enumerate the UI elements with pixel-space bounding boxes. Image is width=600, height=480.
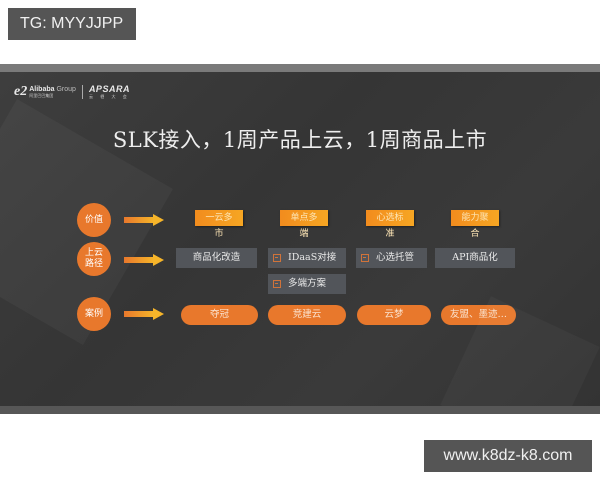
alibaba-group-text: Group [56, 86, 76, 93]
slide-title: SLK接入，1周产品上云，1周商品上市 [112, 128, 488, 152]
arrow-right-icon [124, 308, 164, 320]
row-label-value: 价值 [77, 203, 111, 237]
alibaba-apsara-logo: e2 Alibaba Group 阿里巴巴集团 APSARA 云 栖 大 会 [14, 84, 130, 100]
path-label: 多端方案 [288, 278, 327, 289]
case-pill-3: 云梦 [357, 305, 431, 325]
watermark: www.k8dz-k8.com [424, 440, 592, 472]
slide-bottom-border [0, 406, 600, 414]
arrow-right-icon [124, 254, 164, 266]
alibaba-name: Alibaba Group [29, 86, 76, 93]
presentation-slide: e2 Alibaba Group 阿里巴巴集团 APSARA 云 栖 大 会 S… [0, 72, 600, 406]
case-pill-1: 夺冠 [181, 305, 258, 325]
row-label-cloud-path: 上云 路径 [77, 242, 111, 276]
alibaba-cn-name: 阿里巴巴集团 [29, 93, 54, 98]
value-box-1: 一云多市 [195, 210, 243, 239]
case-pill-4: 友盟、墨迹… [441, 305, 516, 325]
document-icon [273, 254, 281, 262]
document-icon [273, 280, 281, 288]
path-box-idaas: IDaaS对接 [268, 248, 346, 268]
path-box-api: API商品化 [435, 248, 515, 268]
arrow-right-icon [124, 214, 164, 226]
alibaba-name-text: Alibaba [29, 86, 55, 93]
path-label: IDaaS对接 [288, 252, 337, 263]
value-box-2: 单点多端 [280, 210, 328, 239]
path-label: 商品化改造 [192, 252, 241, 263]
apsara-cn-name: 云 栖 大 会 [88, 94, 130, 99]
alibaba-logo-icon: e2 [14, 84, 28, 99]
path-label: API商品化 [452, 252, 498, 263]
path-box-productize: 商品化改造 [176, 248, 257, 268]
value-box-3: 心选标准 [366, 210, 414, 239]
path-label: 心选托管 [376, 252, 415, 263]
case-pill-2: 竞建云 [268, 305, 346, 325]
tg-label: TG: MYYJJPP [8, 8, 136, 40]
document-icon [361, 254, 369, 262]
row-label-cases: 案例 [77, 297, 111, 331]
path-box-multi-end: 多端方案 [268, 274, 346, 294]
apsara-logo: APSARA [88, 84, 130, 94]
value-box-4: 能力聚合 [451, 210, 499, 239]
logo-divider [81, 85, 83, 99]
path-box-hosting: 心选托管 [356, 248, 427, 268]
